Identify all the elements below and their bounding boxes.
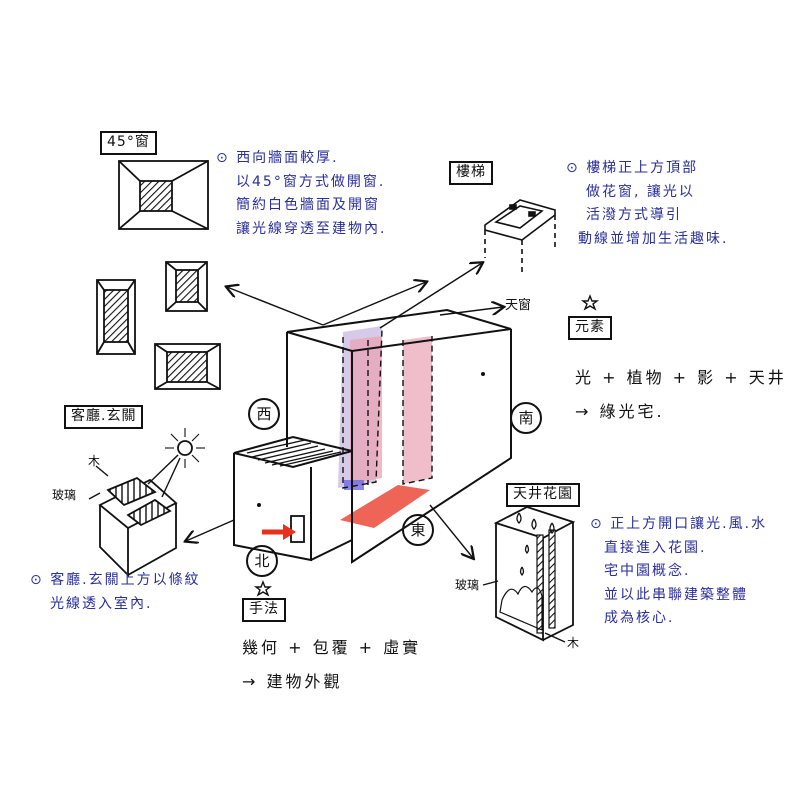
direction-west: 西 (248, 398, 280, 430)
direction-south: 南 (510, 402, 542, 434)
bullet-icon: ⊙ (216, 150, 230, 166)
window45-detail (118, 160, 209, 230)
star-icons (253, 294, 600, 597)
building-main (233, 308, 512, 564)
stairs-heading: 樓梯 (449, 161, 493, 185)
living-heading: 客廳.玄關 (64, 405, 144, 429)
note-courtyard: ⊙ 正上方開口讓光.風.水 直接進入花園. 宅中園概念. 並以此串聯建築整體 成… (590, 516, 768, 626)
arrows (88, 263, 566, 643)
note-method: 幾何 + 包覆 + 虛實 → 建物外觀 (242, 638, 422, 691)
skylight-label: 天窗 (505, 298, 532, 313)
stair-sketch (484, 199, 556, 275)
wood-label-left: 木 (88, 454, 101, 468)
glass-label-left: 玻璃 (52, 488, 77, 502)
wood-label-right: 木 (567, 636, 580, 650)
living-sketch (98, 428, 205, 578)
elements-heading: 元素 (568, 316, 612, 340)
note-living: ⊙ 客廳.玄關上方以條紋 光線透入室內. (30, 572, 201, 612)
note-elements: 光 + 植物 + 影 + 天井 → 綠光宅. (575, 368, 787, 421)
note-stair-top: ⊙ 樓梯正上方頂部 做花窗, 讓光以 活潑方式導引 動線並增加生活趣味. (566, 160, 729, 247)
bullet-icon: ⊙ (590, 516, 604, 532)
courtyard-sketch (493, 506, 576, 642)
window-variants (96, 261, 221, 390)
window45-heading: 45°窗 (100, 131, 157, 155)
direction-east: 東 (402, 514, 434, 546)
bullet-icon: ⊙ (30, 572, 44, 588)
bullet-icon: ⊙ (566, 160, 580, 176)
method-heading: 手法 (242, 598, 286, 622)
glass-label-right: 玻璃 (455, 578, 480, 592)
courtyard-heading: 天井花園 (506, 483, 580, 507)
note-west-wall: ⊙ 西向牆面較厚. 以45°窗方式做開窗. 簡約白色牆面及開窗 讓光線穿透至建物… (216, 150, 387, 237)
direction-north: 北 (246, 545, 278, 577)
